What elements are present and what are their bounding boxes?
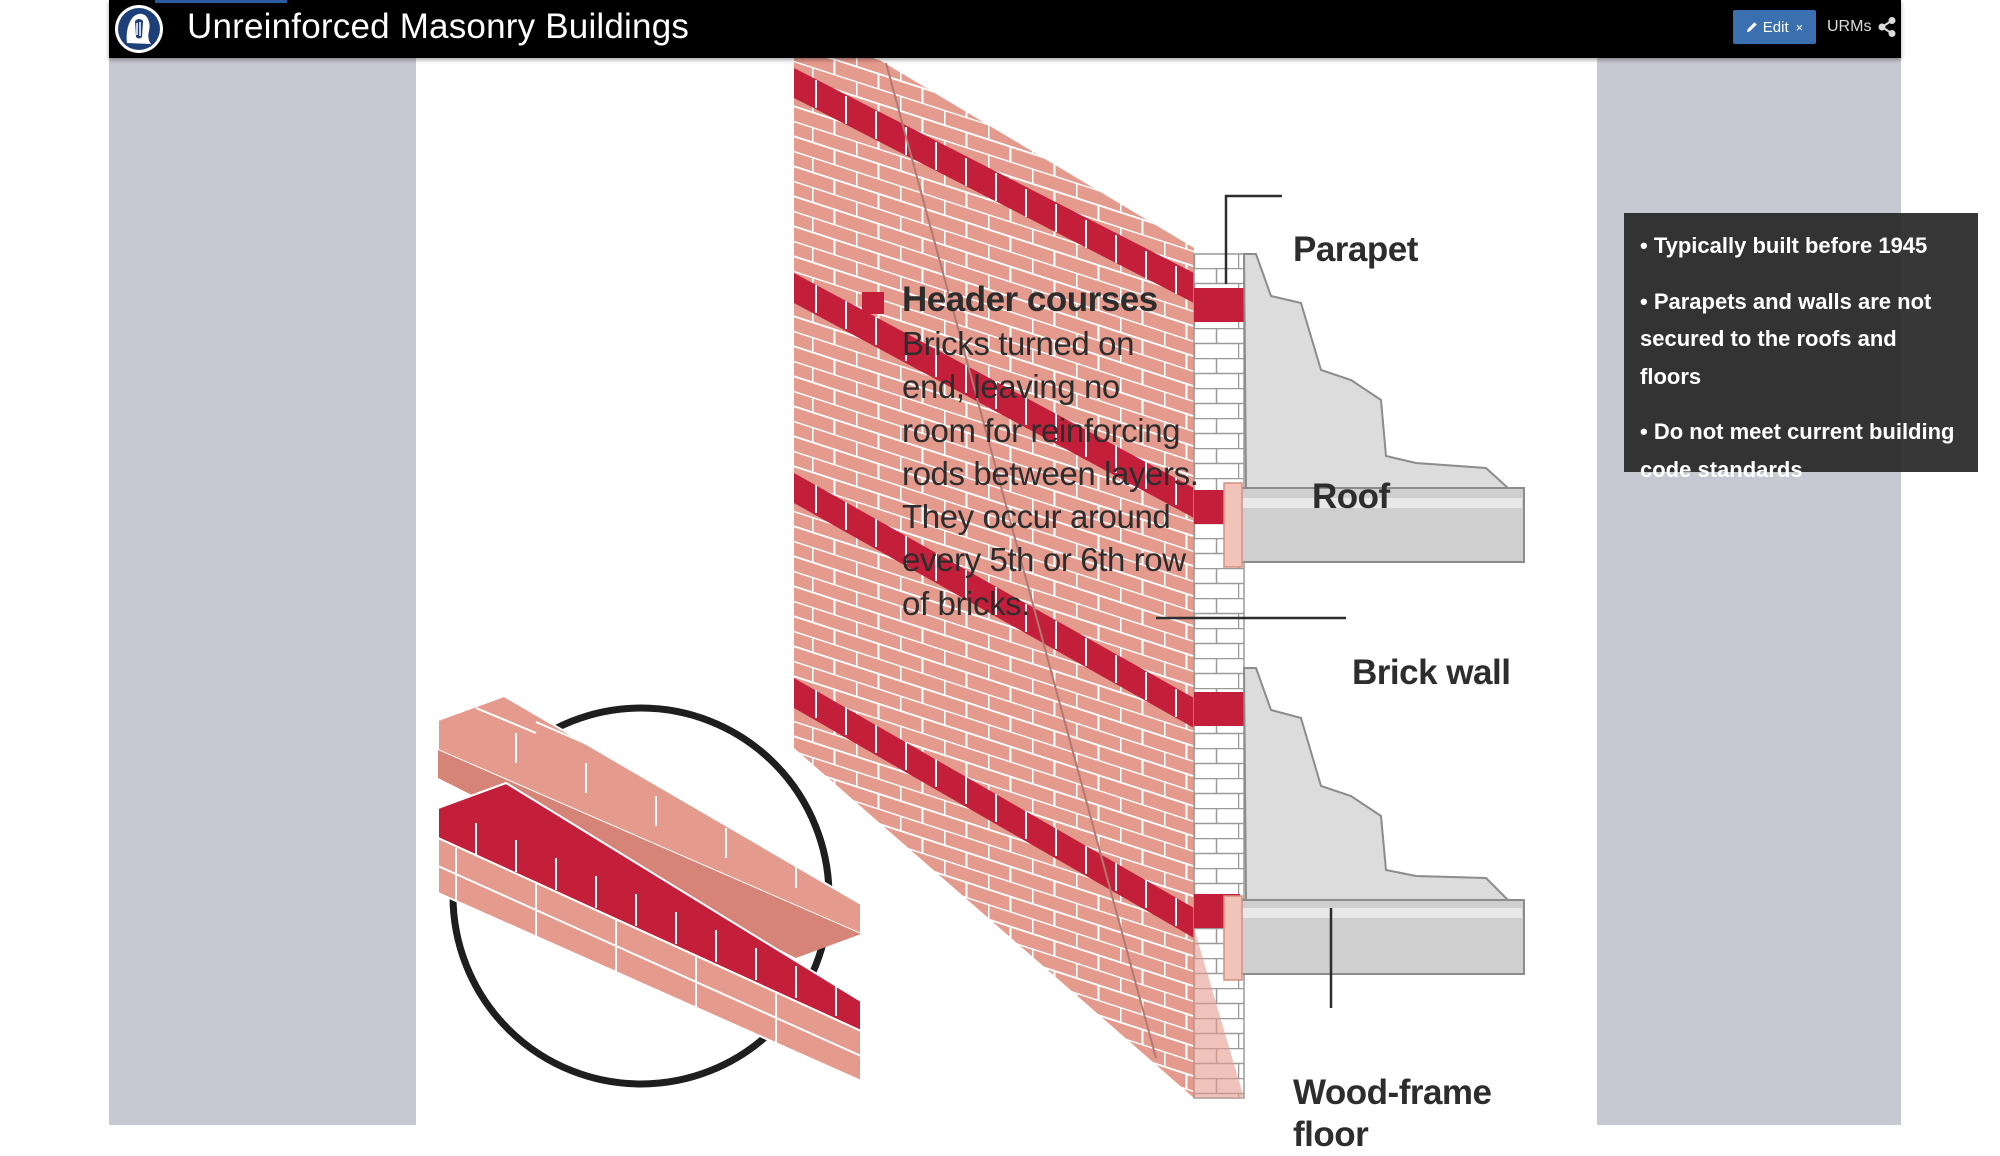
legend-description: Bricks turned on end, leaving no room fo… <box>902 325 1199 622</box>
callout-leaders <box>1156 194 1346 1008</box>
info-bullet: • Parapets and walls are not secured to … <box>1640 288 1932 389</box>
share-icon[interactable] <box>1877 16 1897 38</box>
header-course-detail-inset <box>437 694 862 1088</box>
app-window: Unreinforced Masonry Buildings Edit × UR… <box>109 0 1978 1154</box>
seattle-seal-logo[interactable] <box>113 3 165 55</box>
image-stage: Header courses Bricks turned on end, lea… <box>416 58 1597 1154</box>
edit-button[interactable]: Edit × <box>1733 10 1816 44</box>
callout-roof: Roof <box>1312 477 1390 516</box>
masonry-building-diagram <box>437 58 1525 1099</box>
info-panel: • Typically built before 1945 • Parapets… <box>1624 213 1978 482</box>
header-course-swatch <box>862 292 884 314</box>
floor-structure <box>1223 667 1525 981</box>
active-tab-indicator <box>155 0 287 3</box>
page-title: Unreinforced Masonry Buildings <box>187 7 690 46</box>
edit-button-label: Edit <box>1762 18 1789 36</box>
callout-parapet: Parapet <box>1293 230 1418 269</box>
story-link[interactable]: URMs <box>1827 18 1872 35</box>
info-bullet: • Typically built before 1945 <box>1640 233 1928 258</box>
close-icon[interactable]: × <box>1795 19 1804 35</box>
brick-wall-face <box>794 58 1194 1098</box>
top-header-bar: Unreinforced Masonry Buildings Edit × UR… <box>109 0 1901 58</box>
legend-title: Header courses <box>902 280 1158 319</box>
pencil-icon <box>1746 22 1757 32</box>
callout-wood-frame-floor: Wood-frame floor <box>1293 1073 1492 1154</box>
info-bullet: • Do not meet current building code stan… <box>1640 419 1955 482</box>
roof-structure <box>1223 253 1525 568</box>
callout-brick-wall: Brick wall <box>1352 653 1511 692</box>
